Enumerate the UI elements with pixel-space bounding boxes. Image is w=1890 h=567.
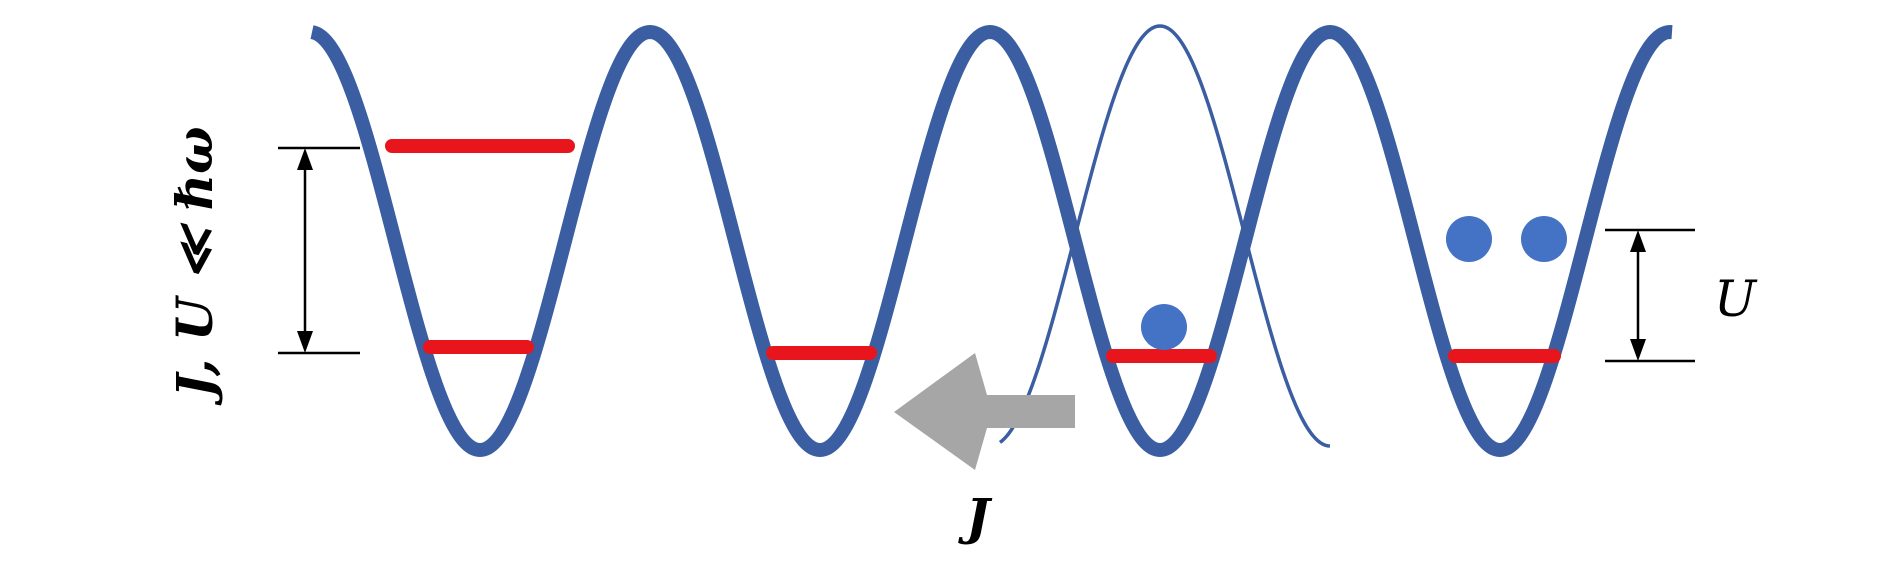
tunneling-label: J (958, 487, 993, 546)
energy-scale-label: J, U ≪ ℏω (165, 126, 224, 405)
atom-pair-right-well-4 (1521, 216, 1567, 262)
u-arrowhead-down (1630, 339, 1646, 361)
energy-scale-bracket (278, 146, 360, 355)
atom-single-well-3 (1141, 304, 1187, 350)
tunneling-arrow (894, 353, 1075, 470)
bracket-arrowhead-down (297, 331, 313, 353)
interaction-bracket (1605, 228, 1695, 363)
lattice-potential (310, 24, 1673, 458)
shifted-lattice-potential (998, 24, 1331, 448)
bracket-arrowhead-up (297, 148, 313, 170)
u-arrowhead-up (1630, 230, 1646, 252)
atom-pair-left-well-4 (1446, 216, 1492, 262)
energy-levels (385, 139, 1561, 363)
interaction-label: U (1714, 270, 1758, 328)
atoms (1141, 216, 1567, 350)
